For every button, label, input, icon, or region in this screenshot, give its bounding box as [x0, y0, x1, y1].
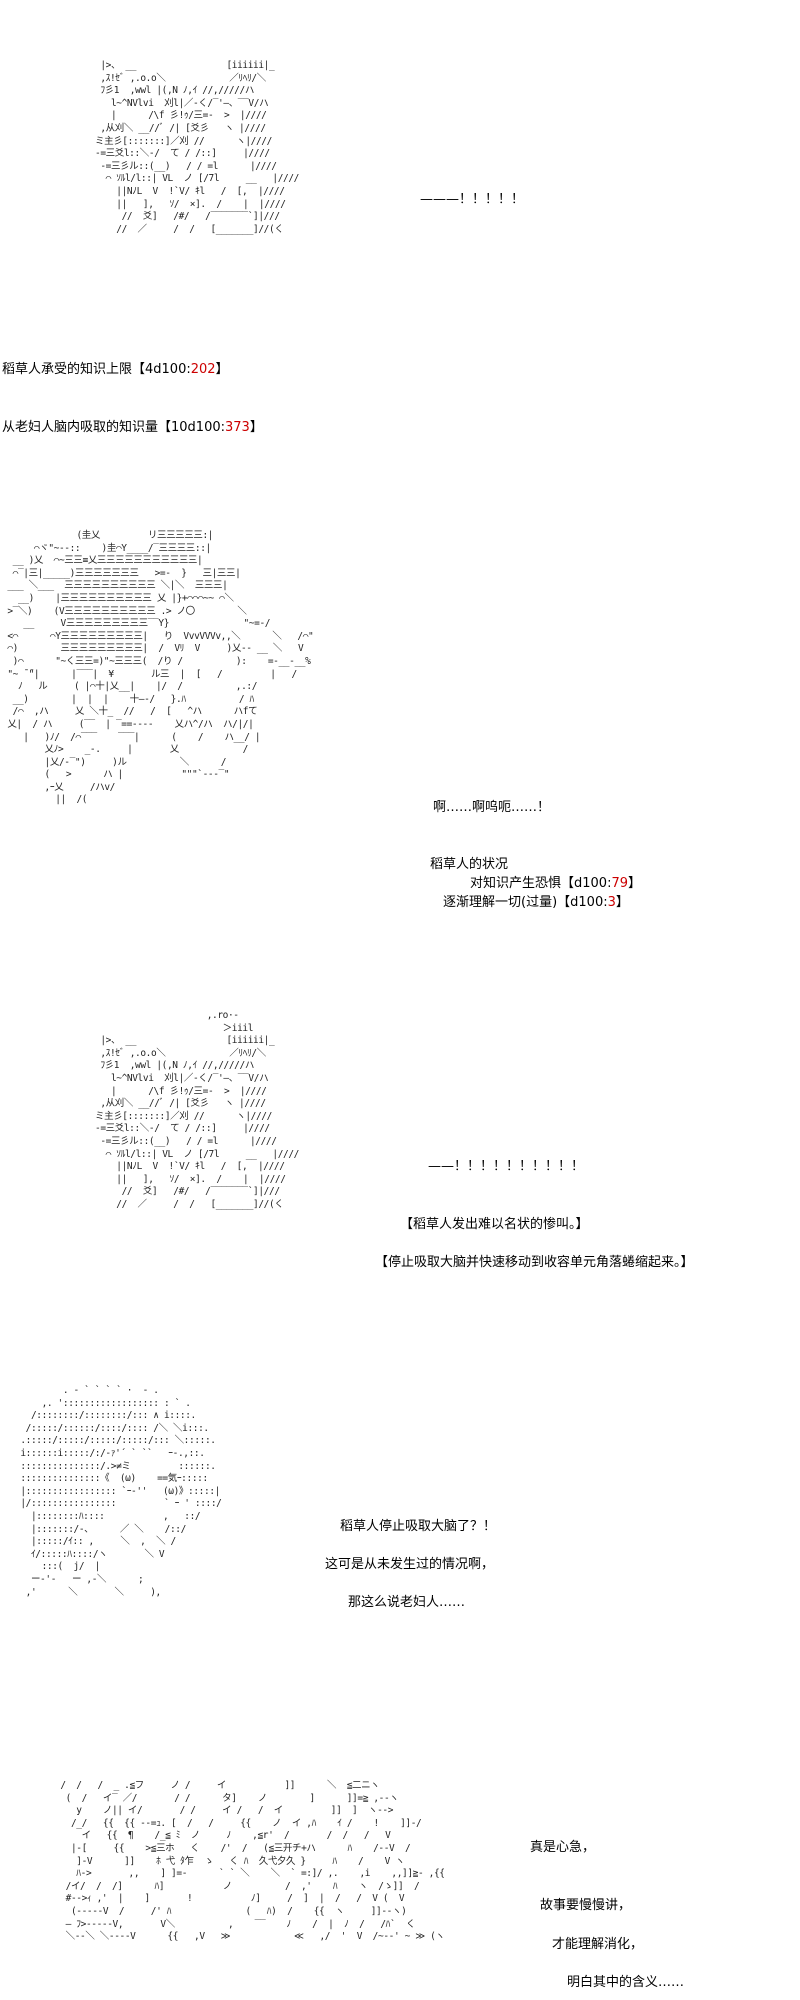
shout-2: ——！！！！！！！！！！: [428, 1159, 585, 1174]
fear-line: 对知识产生恐惧【d100:79】: [470, 874, 641, 894]
cry-text: 啊……啊呜呃……！: [433, 800, 551, 815]
understand-label: 逐渐理解一切(过量)【d100:: [443, 895, 608, 910]
closing-ascii-art: / / / _ .≦フ ノ / イ ]] ＼ ≦二ニヽ ( / イ‾ ／/ / …: [60, 1780, 445, 1943]
horse-ascii-art-1: |>、 __ [iiiiii|_ ,ｽ!ｾﾞ ,.o.o＼ ／ﾘﾍﾘ/＼ ﾌ彡1…: [95, 60, 299, 235]
upper-limit-close: 】: [215, 362, 229, 377]
understand-value: 3: [607, 895, 616, 910]
face-ascii-art: . - ` ` ` ` · - . ,. '::::::::::::::::::…: [20, 1385, 222, 1598]
dialogue-line-1: 稻草人停止吸取大脑了？！: [340, 1519, 497, 1534]
dialogue-line-3: 那这么说老妇人……: [348, 1595, 466, 1610]
understand-close: 】: [615, 895, 629, 910]
narration-scream: 【稻草人发出难以名状的惨叫。】: [400, 1217, 589, 1232]
dialogue-line-2: 这可是从未发生过的情况啊，: [325, 1557, 495, 1572]
upper-limit-line: 稻草人承受的知识上限【4d100:202】: [2, 360, 229, 380]
shout-1: ———！！！！！: [420, 192, 525, 207]
status-title: 稻草人的状况: [430, 857, 509, 872]
horse-ascii-art-3: ,.ro·- ＞iiil |>、 __ [iiiiii|_ ,ｽ!ｾﾞ ,.o.…: [95, 1010, 299, 1210]
knowledge-value: 373: [225, 420, 250, 435]
dialogue-line-7: 明白其中的含义……: [567, 1975, 685, 1990]
knowledge-amount-line: 从老妇人脑内吸取的知识量【10d100:373】: [2, 418, 263, 438]
fear-label: 对知识产生恐惧【d100:: [470, 876, 612, 891]
dialogue-line-4: 真是心急，: [530, 1840, 596, 1855]
narration-retreat: 【停止吸取大脑并快速移动到收容单元角落蜷缩起来。】: [375, 1255, 694, 1270]
knowledge-label: 从老妇人脑内吸取的知识量【10d100:: [2, 420, 225, 435]
knowledge-close: 】: [249, 420, 263, 435]
understand-line: 逐渐理解一切(过量)【d100:3】: [443, 893, 629, 913]
fear-close: 】: [628, 876, 642, 891]
upper-limit-label: 稻草人承受的知识上限【4d100:: [2, 362, 191, 377]
horse-ascii-art-2: (圭乂 リ三三三三三:| ⌒ヾ"~--:: )圭⌒Y____/‾三三三三::| …: [7, 530, 314, 806]
upper-limit-value: 202: [190, 362, 216, 377]
fear-value: 79: [611, 876, 628, 891]
dialogue-line-6: 才能理解消化，: [552, 1937, 644, 1952]
dialogue-line-5: 故事要慢慢讲，: [540, 1898, 632, 1913]
